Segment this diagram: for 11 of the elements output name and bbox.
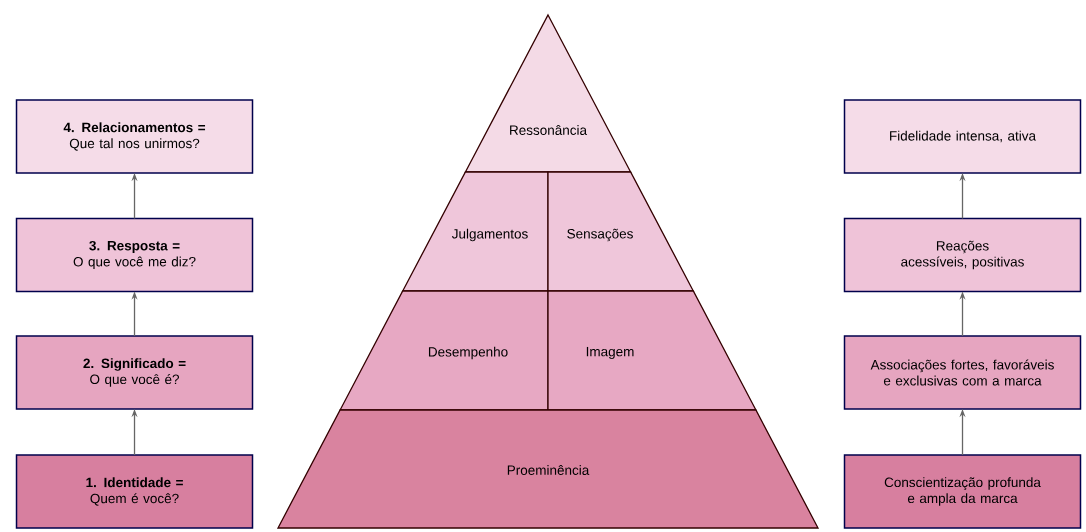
text-box: 4. Relacionamentos = Que tal nos unirmos? xyxy=(15,99,254,174)
text-box: 1. Identidade = Quem é você? xyxy=(15,454,254,529)
pyramid-tier: Imagem xyxy=(547,290,757,411)
pyramid-tier: Sensações xyxy=(547,171,695,292)
text-box: 2. Significado = O que você é? xyxy=(15,335,254,410)
text-box: Conscientização profunda e ampla da marca xyxy=(843,454,1082,529)
text-box: Reações acessíveis, positivas xyxy=(843,217,1082,293)
text-box: Associações fortes, favoráveis e exclusivas com a marca xyxy=(843,335,1082,410)
pyramid-tier: Desempenho xyxy=(339,290,549,411)
text-box: Fidelidade intensa, ativa xyxy=(843,99,1082,174)
text-box: 3. Resposta = O que você me diz? xyxy=(15,217,254,293)
